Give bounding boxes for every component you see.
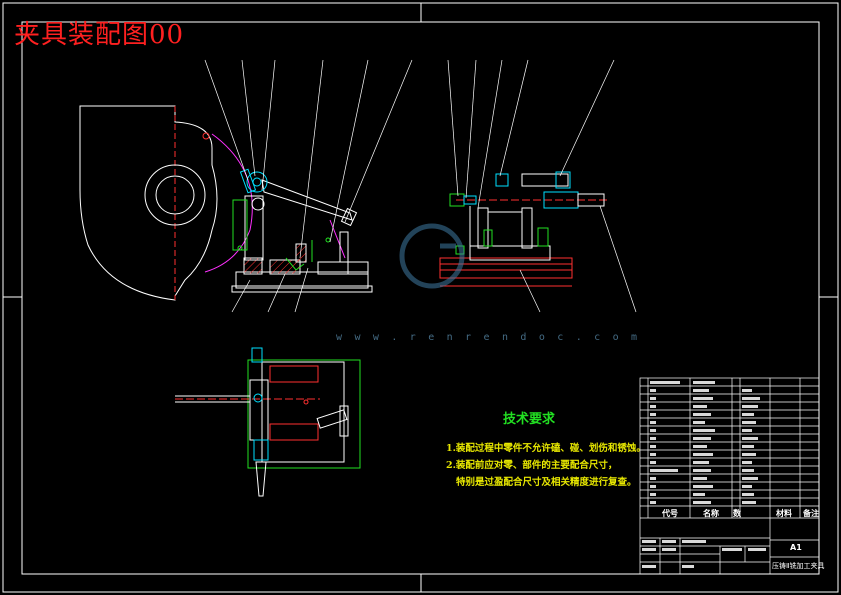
side-leaders [447,59,637,313]
drawing-title: 夹具装配图00 [14,20,185,50]
top-view [175,347,361,497]
title-block-col-name: 名称 [703,509,719,518]
tech-requirements-heading: 技术要求 [503,412,556,427]
title-block-col-qty: 数 [733,509,741,518]
front-leaders [204,59,413,313]
watermark-logo [399,223,465,289]
title-block-part-name: 压铸Ⅱ铣加工夹具 [772,562,825,570]
bom-row-marks [642,381,766,568]
title-block-col-material: 材料 [776,509,792,518]
front-view [79,105,373,301]
side-view [439,171,610,287]
title-block-col-code: 代号 [662,509,678,518]
tech-requirement-line-3: 特别是过盈配合尺寸及相关精度进行复查。 [456,477,637,488]
title-block-scale: A1 [790,543,802,552]
title-block-col-note: 备注 [803,509,819,518]
watermark-text: w w w . r e n r e n d o c . c o m [336,332,641,343]
tech-requirement-line-1: 1.装配过程中零件不允许磕、碰、划伤和锈蚀。 [446,443,646,454]
tech-requirement-line-2: 2.装配前应对零、部件的主要配合尺寸， [446,460,618,471]
bom-table [639,377,820,575]
